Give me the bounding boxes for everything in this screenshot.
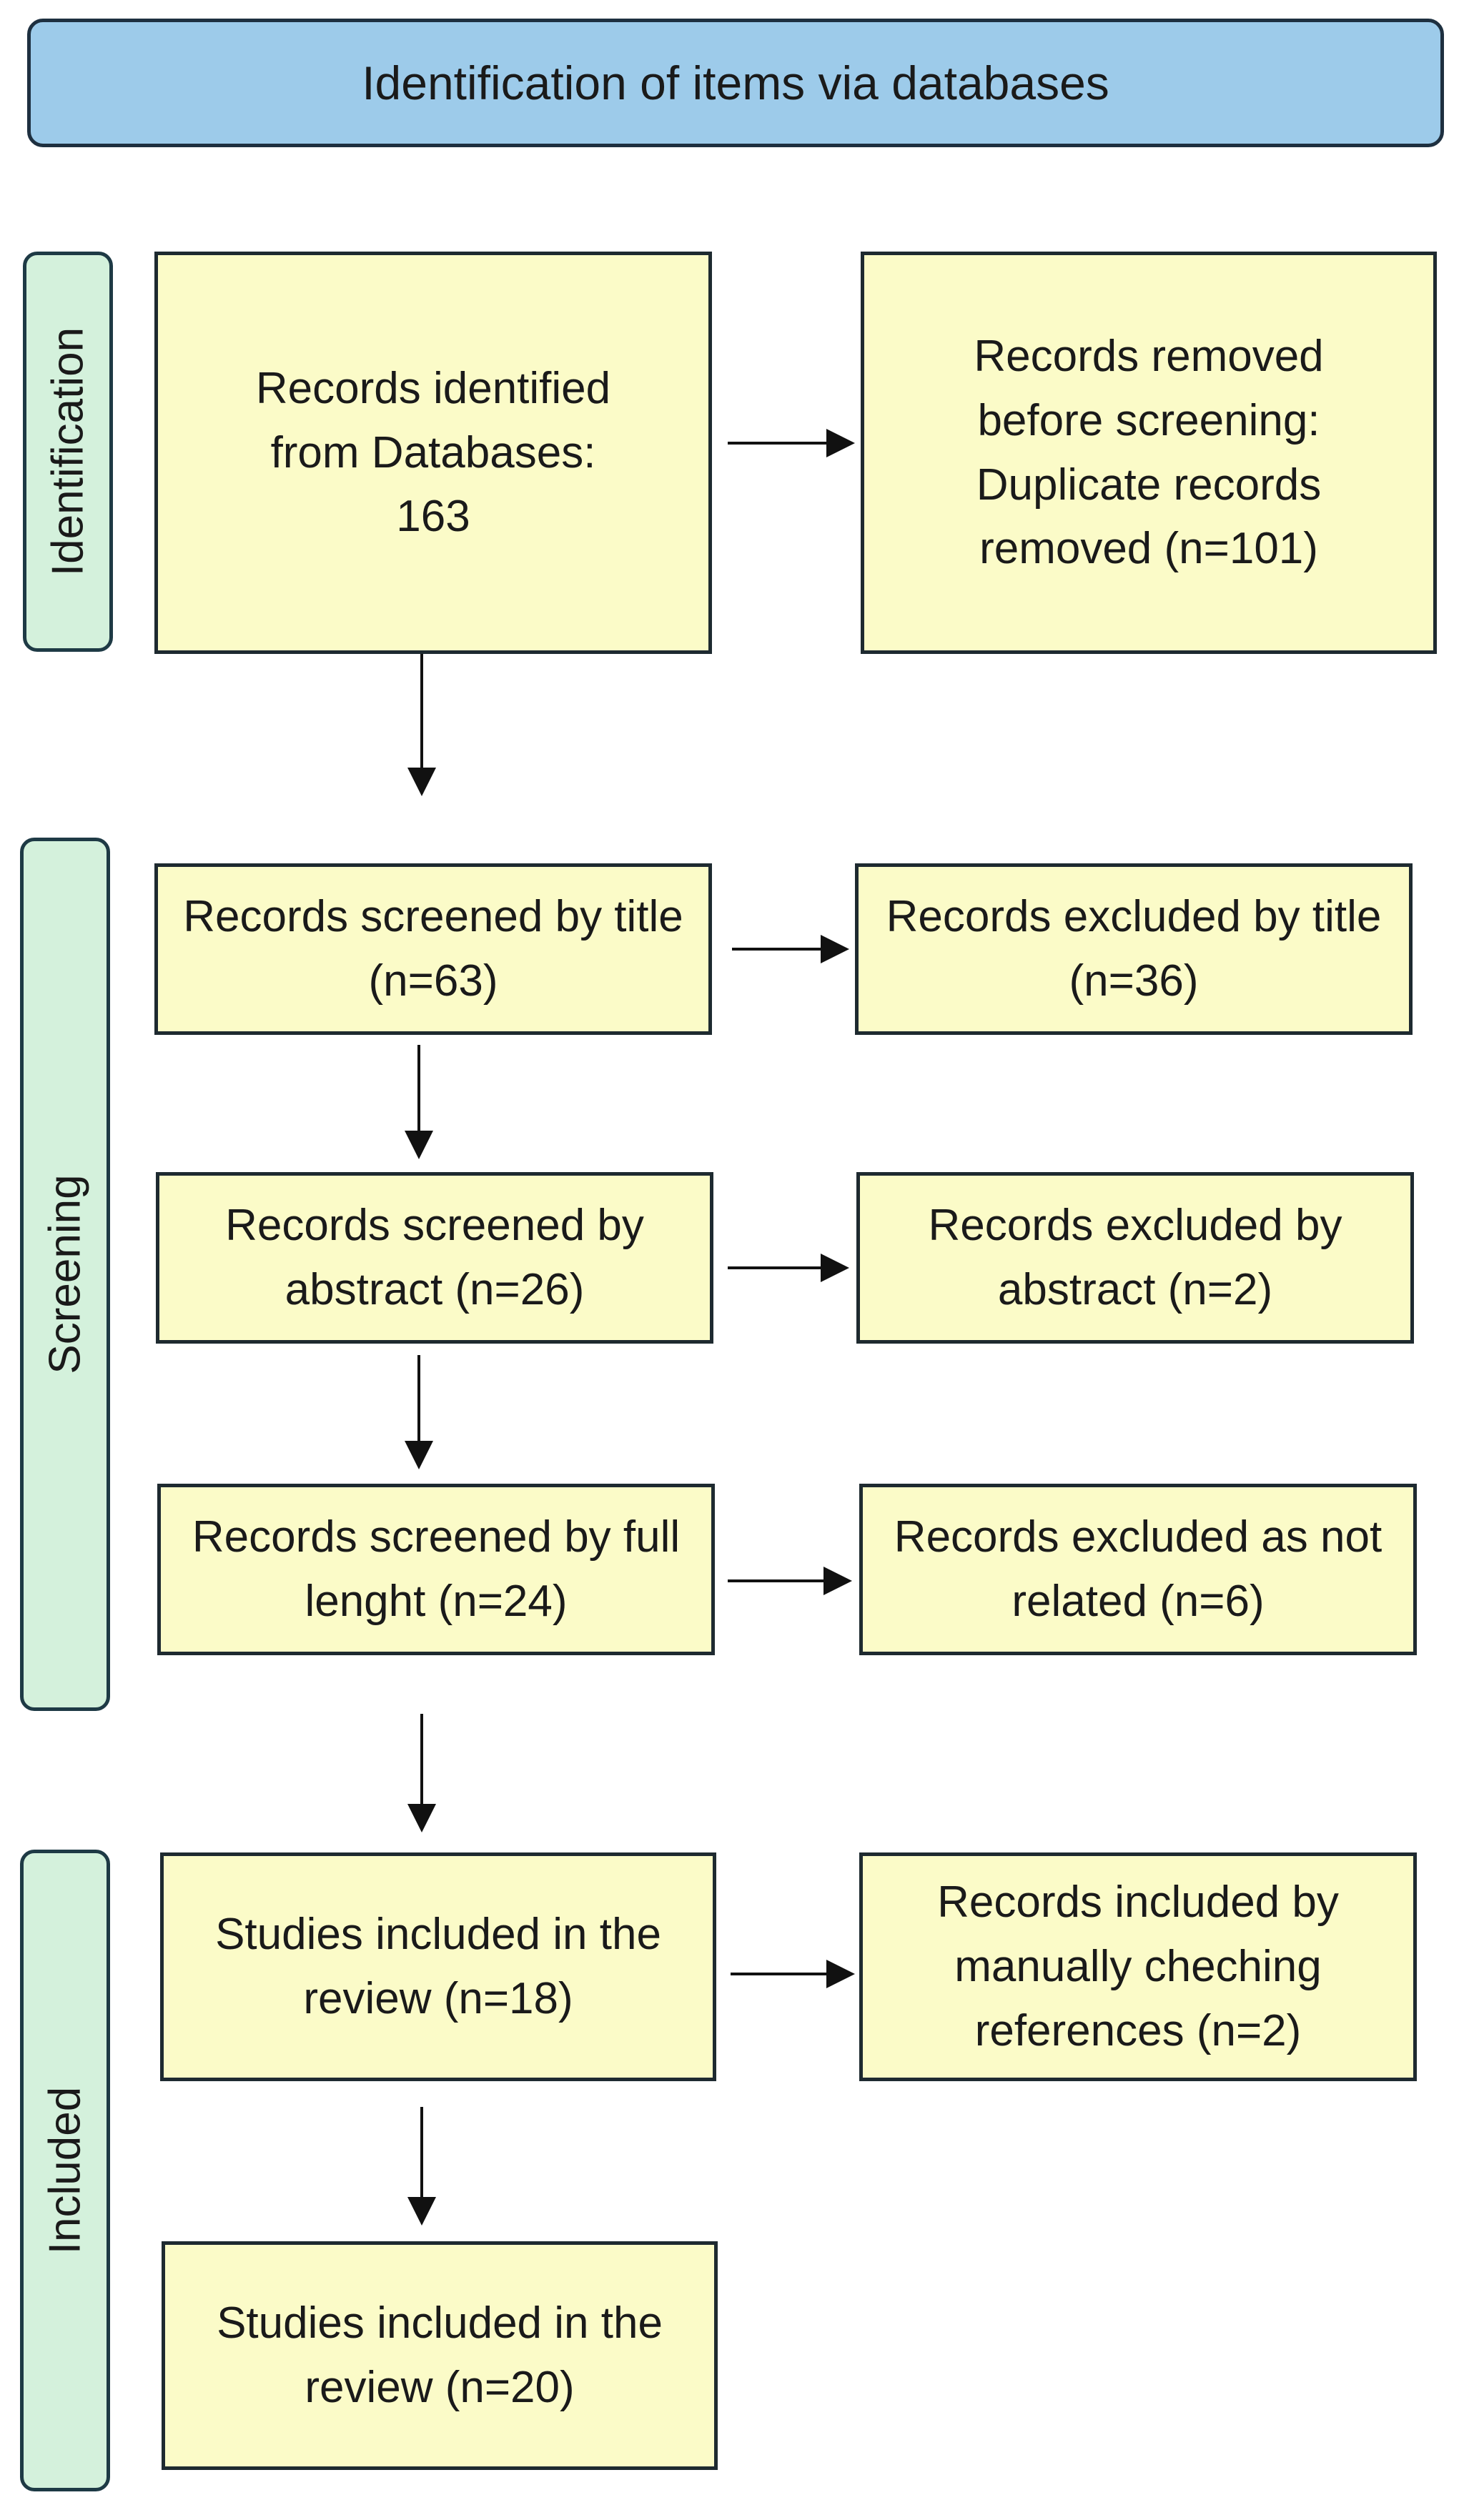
box-included-review-20-text: Studies included in the review (n=20) [217,2298,663,2412]
diagram-header: Identification of items via databases [27,19,1444,147]
stage-screening: Screening [20,838,110,1711]
box-records-identified: Records identified from Databases: 163 [154,252,712,654]
box-screened-full-text: Records screened by full lenght (n=24) [192,1512,681,1626]
box-included-manual-refs: Records included by manually cheching re… [859,1852,1417,2081]
stage-included: Included [20,1850,110,2491]
box-screened-full: Records screened by full lenght (n=24) [157,1484,715,1655]
stage-identification: Identification [23,252,113,652]
box-excluded-title-text: Records excluded by title (n=36) [886,892,1382,1006]
box-excluded-not-related: Records excluded as not related (n=6) [859,1484,1417,1655]
box-screened-title-text: Records screened by title (n=63) [183,892,683,1006]
box-records-removed-text: Records removed before screening: Duplic… [974,331,1324,574]
box-excluded-title: Records excluded by title (n=36) [855,863,1413,1035]
box-screened-title: Records screened by title (n=63) [154,863,712,1035]
box-records-removed: Records removed before screening: Duplic… [861,252,1437,654]
box-screened-abstract: Records screened by abstract (n=26) [156,1172,713,1344]
box-included-review-18: Studies included in the review (n=18) [160,1852,716,2081]
box-excluded-abstract-text: Records excluded by abstract (n=2) [928,1201,1342,1314]
box-records-identified-text: Records identified from Databases: 163 [255,363,611,542]
box-included-manual-refs-text: Records included by manually cheching re… [937,1877,1339,2055]
box-included-review-18-text: Studies included in the review (n=18) [215,1910,661,2023]
header-title: Identification of items via databases [362,56,1109,109]
box-excluded-abstract: Records excluded by abstract (n=2) [856,1172,1414,1344]
box-included-review-20: Studies included in the review (n=20) [162,2241,718,2470]
box-excluded-not-related-text: Records excluded as not related (n=6) [894,1512,1383,1626]
box-screened-abstract-text: Records screened by abstract (n=26) [225,1201,644,1314]
